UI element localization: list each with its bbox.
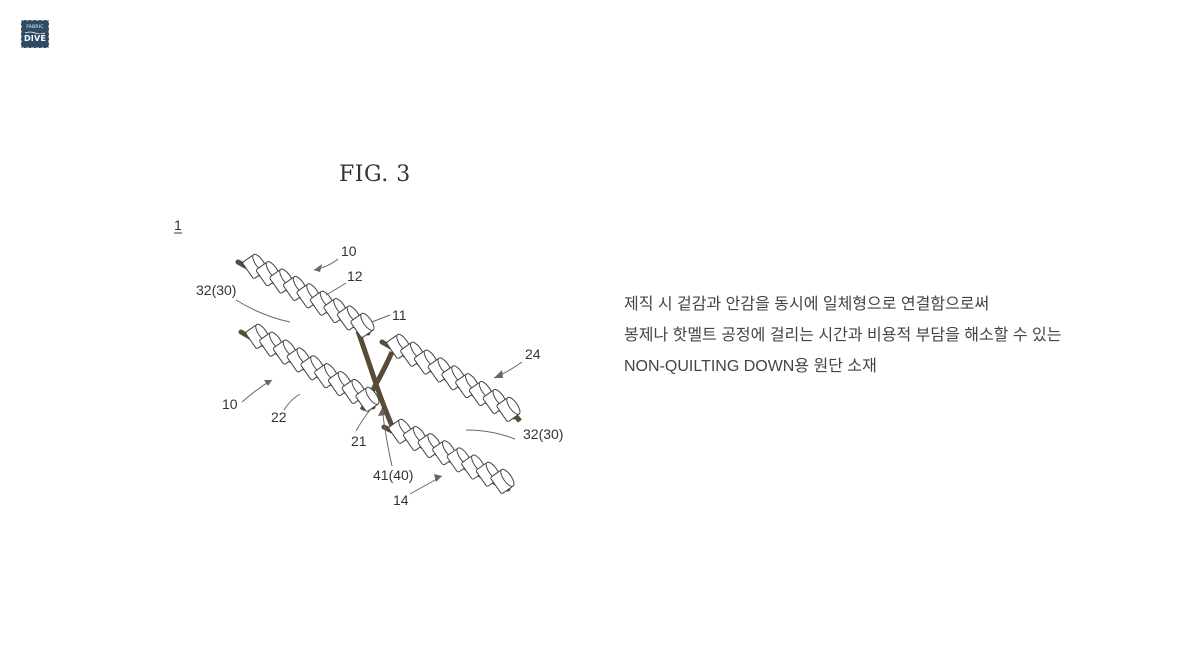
fiber-cylinder-1-8 <box>355 386 380 412</box>
fabric-dive-logo[interactable]: FABRIC DIVE <box>21 20 49 48</box>
leader-lines <box>235 258 523 495</box>
ref-label-10-left: 10 <box>222 396 238 412</box>
fiber-cylinder-2-8 <box>496 396 521 422</box>
leader-line-1 <box>325 282 347 296</box>
fiber-cylinder-0-8 <box>350 312 375 338</box>
ref-label-41: 41(40) <box>373 467 413 483</box>
logo-text-bottom: DIVE <box>23 34 47 43</box>
ref-label-32-left: 32(30) <box>196 282 236 298</box>
description-block: 제직 시 겉감과 안감을 동시에 일체형으로 연결함으로써 봉제나 핫멜트 공정… <box>624 293 1144 386</box>
fiber-cylinders <box>242 253 521 494</box>
wave-icon <box>25 31 45 34</box>
arrowhead-icon-3 <box>378 408 386 416</box>
figure-title: FIG. 3 <box>339 162 411 187</box>
description-line-3: NON-QUILTING DOWN용 원단 소재 <box>624 358 877 375</box>
ref-label-22: 22 <box>271 409 287 425</box>
ref-label-24: 24 <box>525 346 541 362</box>
ref-label-32-right: 32(30) <box>523 426 563 442</box>
leader-line-6 <box>283 393 301 411</box>
leader-line-2 <box>235 299 291 323</box>
cylinder-end <box>365 386 380 405</box>
reference-labels: 1 10 12 32(30) 11 24 10 22 21 32(30) 41(… <box>174 217 563 508</box>
arrowhead-icon-0 <box>314 264 322 272</box>
arrowhead-icon-1 <box>494 370 503 378</box>
cylinder-end <box>360 312 375 331</box>
description-line-1: 제직 시 겉감과 안감을 동시에 일체형으로 연결함으로써 <box>624 296 990 313</box>
cylinder-end <box>500 468 515 487</box>
ref-label-10-top: 10 <box>341 243 357 259</box>
leader-line-3 <box>371 314 391 323</box>
ref-label-21: 21 <box>351 433 367 449</box>
description-line-2: 봉제나 핫멜트 공정에 걸리는 시간과 비용적 부담을 해소할 수 있는 <box>624 327 1062 344</box>
arrowhead-icon-2 <box>264 380 272 386</box>
arrowhead-icon-4 <box>434 474 442 482</box>
fiber-cylinder-3-7 <box>490 468 515 494</box>
ref-label-12: 12 <box>347 268 363 284</box>
ref-label-main: 1 <box>174 217 182 233</box>
connecting-strands <box>235 259 522 492</box>
leader-line-7 <box>355 409 371 432</box>
cylinder-end <box>506 396 521 415</box>
ref-label-11: 11 <box>392 307 407 323</box>
leader-line-8 <box>465 429 516 440</box>
ref-label-14: 14 <box>393 492 409 508</box>
logo-text-top: FABRIC <box>26 25 44 30</box>
